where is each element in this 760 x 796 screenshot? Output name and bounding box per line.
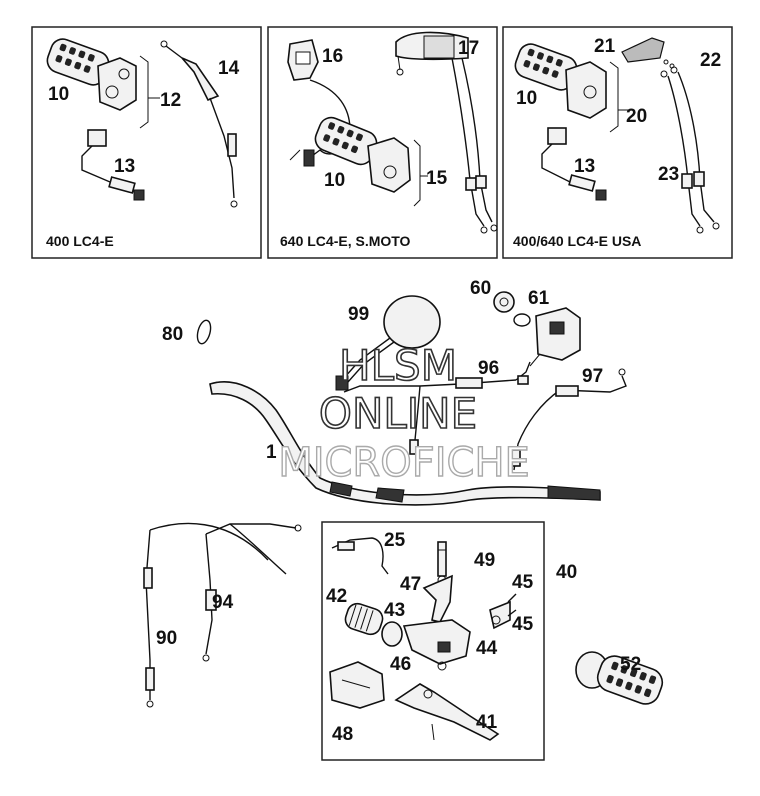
- callout-49: 49: [474, 550, 495, 571]
- grip-52: [575, 651, 664, 705]
- callout-10: 10: [48, 84, 69, 105]
- callout-60: 60: [470, 278, 491, 299]
- callout-16: 16: [322, 46, 343, 67]
- cable-96: [343, 361, 531, 455]
- callout-48: 48: [332, 724, 353, 745]
- callout-13: 13: [114, 156, 135, 177]
- callout-46: 46: [390, 654, 411, 675]
- cable-97: [509, 368, 627, 471]
- callout-44: 44: [476, 638, 498, 659]
- bracket-12: [139, 55, 149, 129]
- callout-21: 21: [594, 36, 616, 57]
- callout-40: 40: [556, 562, 577, 583]
- throttle-grip-10: [514, 43, 628, 133]
- callout-90: 90: [156, 628, 177, 649]
- mirror-99: [335, 295, 441, 391]
- callout-43: 43: [384, 600, 405, 621]
- callout-47: 47: [400, 574, 421, 595]
- callout-99: 99: [348, 304, 369, 325]
- callout-13: 13: [574, 156, 595, 177]
- throttle-housing: [97, 57, 137, 111]
- callout-17: 17: [458, 38, 479, 59]
- callout-14: 14: [218, 58, 240, 79]
- callout-97: 97: [582, 366, 603, 387]
- panel-caption-middle: 640 LC4-E, S.MOTO: [280, 233, 411, 249]
- callout-25: 25: [384, 530, 406, 551]
- callout-96: 96: [478, 358, 499, 379]
- handlebar-1: [209, 381, 601, 506]
- cable-94: [202, 523, 302, 662]
- callout-12: 12: [160, 90, 181, 111]
- callout-1: 1: [266, 442, 277, 463]
- main-assembly: 80 99 60 61 1: [143, 278, 664, 761]
- kill-switch-13: [541, 127, 607, 201]
- panel-caption-right: 400/640 LC4-E USA: [513, 233, 641, 249]
- throttle-assembly-17: [395, 31, 498, 234]
- panel-400-lc4-e: 10 12 14 13 400 LC4-E: [31, 26, 262, 259]
- watermark-line-1: HLSM: [339, 341, 457, 390]
- throttle-grip-10: [289, 116, 428, 207]
- clutch-assembly-40: [321, 521, 545, 761]
- watermark-line-2: ONLINE: [319, 389, 477, 438]
- callout-52: 52: [620, 654, 641, 675]
- panel-400-640-lc4-e-usa: 21 22 10 20 13 23 400/640 LC4-E USA: [502, 26, 733, 259]
- callout-22: 22: [700, 50, 721, 71]
- watermark-line-3: MICROFICHE: [278, 440, 530, 486]
- kill-switch: [81, 129, 145, 201]
- callout-80: 80: [162, 324, 183, 345]
- watermark: HLSM ONLINE MICROFICHE: [277, 340, 530, 487]
- callout-42: 42: [326, 586, 347, 607]
- callout-20: 20: [626, 106, 647, 127]
- callout-61: 61: [528, 288, 550, 309]
- cable-tie-80: [196, 319, 212, 345]
- panel-640-lc4-e-smoto: 16 17 10 15 640 LC4-E, S.MOTO: [267, 26, 498, 259]
- panel-caption-left: 400 LC4-E: [46, 233, 114, 249]
- throttle-cables-22-23: [660, 66, 720, 234]
- cable-90: [143, 522, 269, 708]
- callout-10: 10: [324, 170, 345, 191]
- throttle-cable: [160, 40, 238, 208]
- callout-94: 94: [212, 592, 234, 613]
- switch-60-61: [493, 291, 581, 367]
- callout-10: 10: [516, 88, 537, 109]
- throttle-grip: [46, 38, 110, 86]
- callout-45: 45: [512, 572, 534, 593]
- callout-45: 45: [512, 614, 534, 635]
- callout-41: 41: [476, 712, 498, 733]
- callout-15: 15: [426, 168, 448, 189]
- callout-23: 23: [658, 164, 679, 185]
